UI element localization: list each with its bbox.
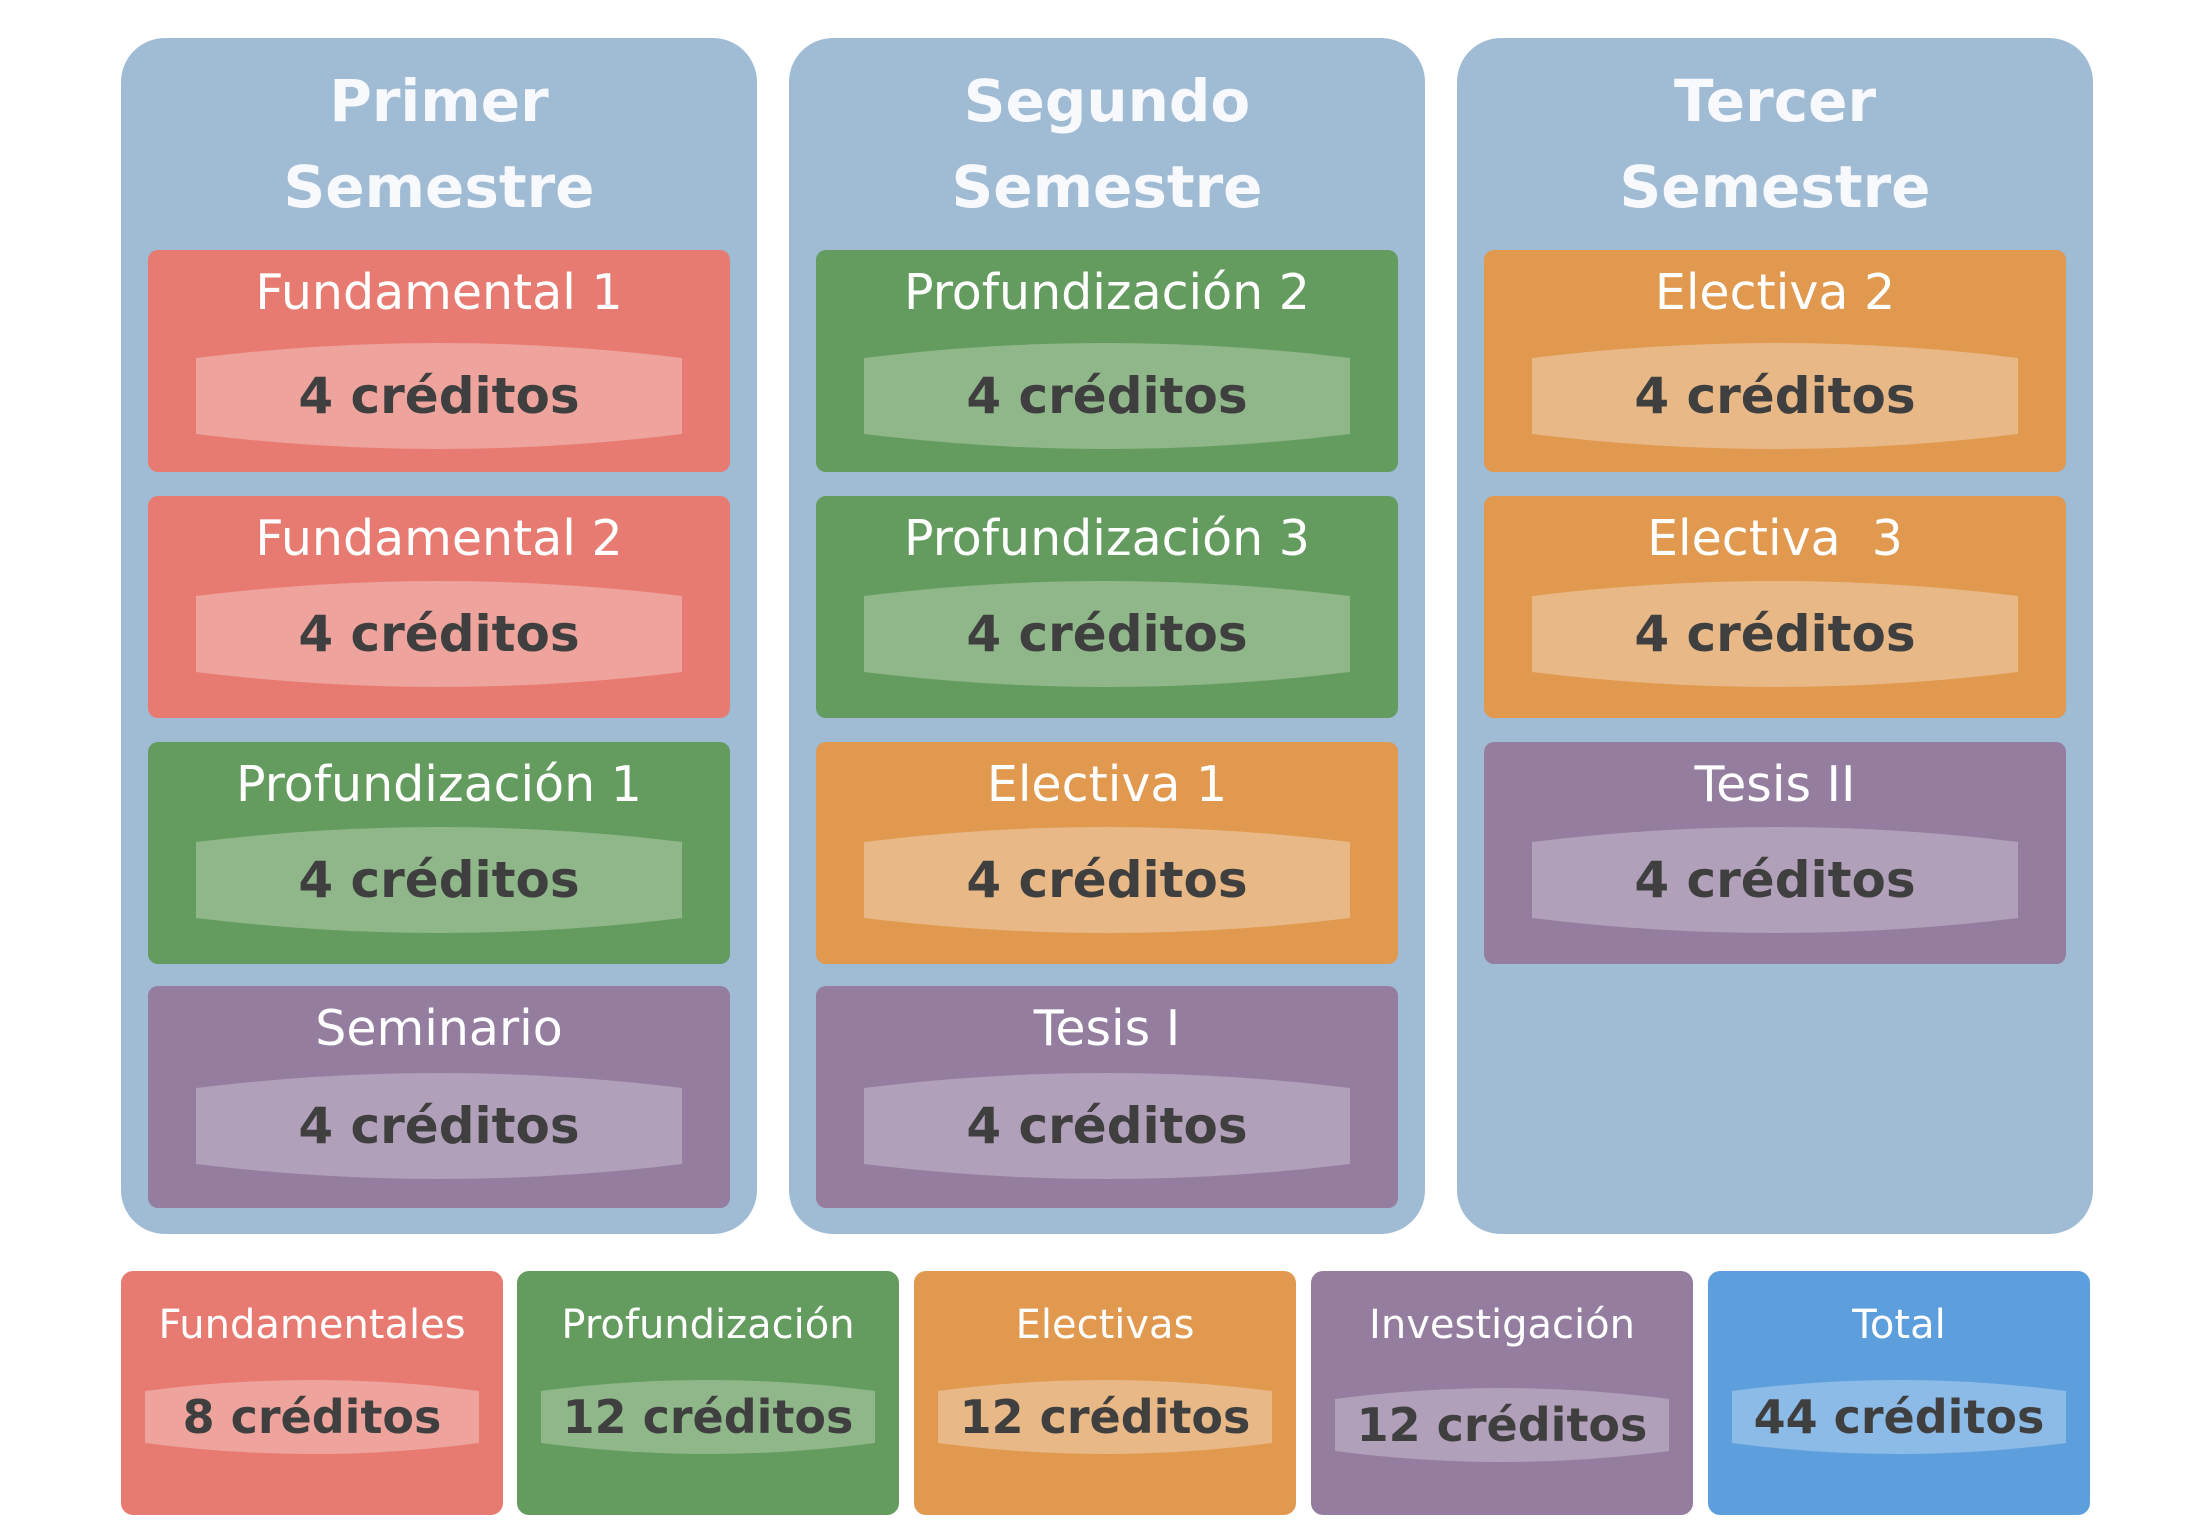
summary-investigacion: Investigación 12 créditos [1311, 1271, 1693, 1515]
credits-pill: 12 créditos [541, 1375, 875, 1459]
semester-title: Tercer Semestre [1457, 58, 2093, 230]
credits-label: 4 créditos [1634, 605, 1916, 663]
credits-pill: 44 créditos [1732, 1375, 2066, 1459]
course-card: Electiva 2 4 créditos [1484, 250, 2066, 472]
course-card: Fundamental 2 4 créditos [148, 496, 730, 718]
summary-label: Total [1852, 1302, 1946, 1348]
semester-title: Segundo Semestre [789, 58, 1425, 230]
credits-label: 4 créditos [298, 1097, 580, 1155]
credits-pill: 4 créditos [196, 336, 682, 456]
credits-label: 4 créditos [298, 367, 580, 425]
semester-title-line1: Segundo [963, 67, 1251, 135]
summary-label: Profundización [561, 1302, 855, 1348]
course-card: Fundamental 1 4 créditos [148, 250, 730, 472]
credits-label: 4 créditos [966, 605, 1248, 663]
summary-electivas: Electivas 12 créditos [914, 1271, 1296, 1515]
course-name: Profundización 3 [904, 510, 1310, 567]
credits-pill: 4 créditos [1532, 574, 2018, 694]
credits-pill: 12 créditos [938, 1375, 1272, 1459]
credits-pill: 12 créditos [1335, 1383, 1669, 1467]
semester-panel-1: Primer Semestre Fundamental 1 4 créditos… [121, 38, 757, 1234]
course-name: Profundización 1 [236, 756, 642, 813]
semester-title: Primer Semestre [121, 58, 757, 230]
credits-label: 12 créditos [959, 1390, 1251, 1444]
credits-label: 4 créditos [966, 367, 1248, 425]
course-card: Profundización 2 4 créditos [816, 250, 1398, 472]
summary-label: Electivas [1015, 1302, 1195, 1348]
credits-label: 4 créditos [298, 851, 580, 909]
credits-pill: 4 créditos [196, 574, 682, 694]
course-card: Tesis I 4 créditos [816, 986, 1398, 1208]
course-card: Profundización 1 4 créditos [148, 742, 730, 964]
summary-fundamentales: Fundamentales 8 créditos [121, 1271, 503, 1515]
credits-label: 44 créditos [1753, 1390, 2045, 1444]
credits-label: 12 créditos [1356, 1398, 1648, 1452]
course-card: Electiva 3 4 créditos [1484, 496, 2066, 718]
credits-label: 4 créditos [1634, 851, 1916, 909]
credits-pill: 4 créditos [1532, 336, 2018, 456]
course-card: Seminario 4 créditos [148, 986, 730, 1208]
course-card: Profundización 3 4 créditos [816, 496, 1398, 718]
credits-pill: 4 créditos [864, 336, 1350, 456]
credits-pill: 4 créditos [864, 1066, 1350, 1186]
summary-label: Fundamentales [158, 1302, 466, 1348]
course-name: Fundamental 2 [255, 510, 623, 567]
semester-title-line2: Semestre [283, 153, 595, 221]
course-name: Tesis I [1033, 1000, 1181, 1057]
credits-pill: 4 créditos [1532, 820, 2018, 940]
credits-pill: 4 créditos [864, 574, 1350, 694]
summary-label: Investigación [1369, 1302, 1635, 1348]
course-name: Electiva 1 [986, 756, 1228, 813]
course-name: Fundamental 1 [255, 264, 623, 321]
credits-label: 4 créditos [298, 605, 580, 663]
credits-label: 8 créditos [182, 1390, 442, 1444]
semester-title-line1: Tercer [1673, 67, 1877, 135]
course-card: Tesis II 4 créditos [1484, 742, 2066, 964]
credits-pill: 4 créditos [196, 820, 682, 940]
course-name: Tesis II [1694, 756, 1856, 813]
summary-total: Total 44 créditos [1708, 1271, 2090, 1515]
course-name: Electiva 2 [1654, 264, 1896, 321]
course-card: Electiva 1 4 créditos [816, 742, 1398, 964]
summary-profundizacion: Profundización 12 créditos [517, 1271, 899, 1515]
course-name: Profundización 2 [904, 264, 1310, 321]
credits-pill: 4 créditos [864, 820, 1350, 940]
semester-panel-2: Segundo Semestre Profundización 2 4 créd… [789, 38, 1425, 1234]
semester-title-line2: Semestre [951, 153, 1263, 221]
course-name: Electiva 3 [1647, 510, 1903, 567]
credits-pill: 8 créditos [145, 1375, 479, 1459]
credits-pill: 4 créditos [196, 1066, 682, 1186]
credits-label: 4 créditos [966, 1097, 1248, 1155]
credits-label: 12 créditos [562, 1390, 854, 1444]
semester-panel-3: Tercer Semestre Electiva 2 4 créditos El… [1457, 38, 2093, 1234]
semester-title-line2: Semestre [1619, 153, 1931, 221]
credits-label: 4 créditos [966, 851, 1248, 909]
semester-title-line1: Primer [329, 67, 549, 135]
course-name: Seminario [315, 1000, 563, 1057]
credits-label: 4 créditos [1634, 367, 1916, 425]
